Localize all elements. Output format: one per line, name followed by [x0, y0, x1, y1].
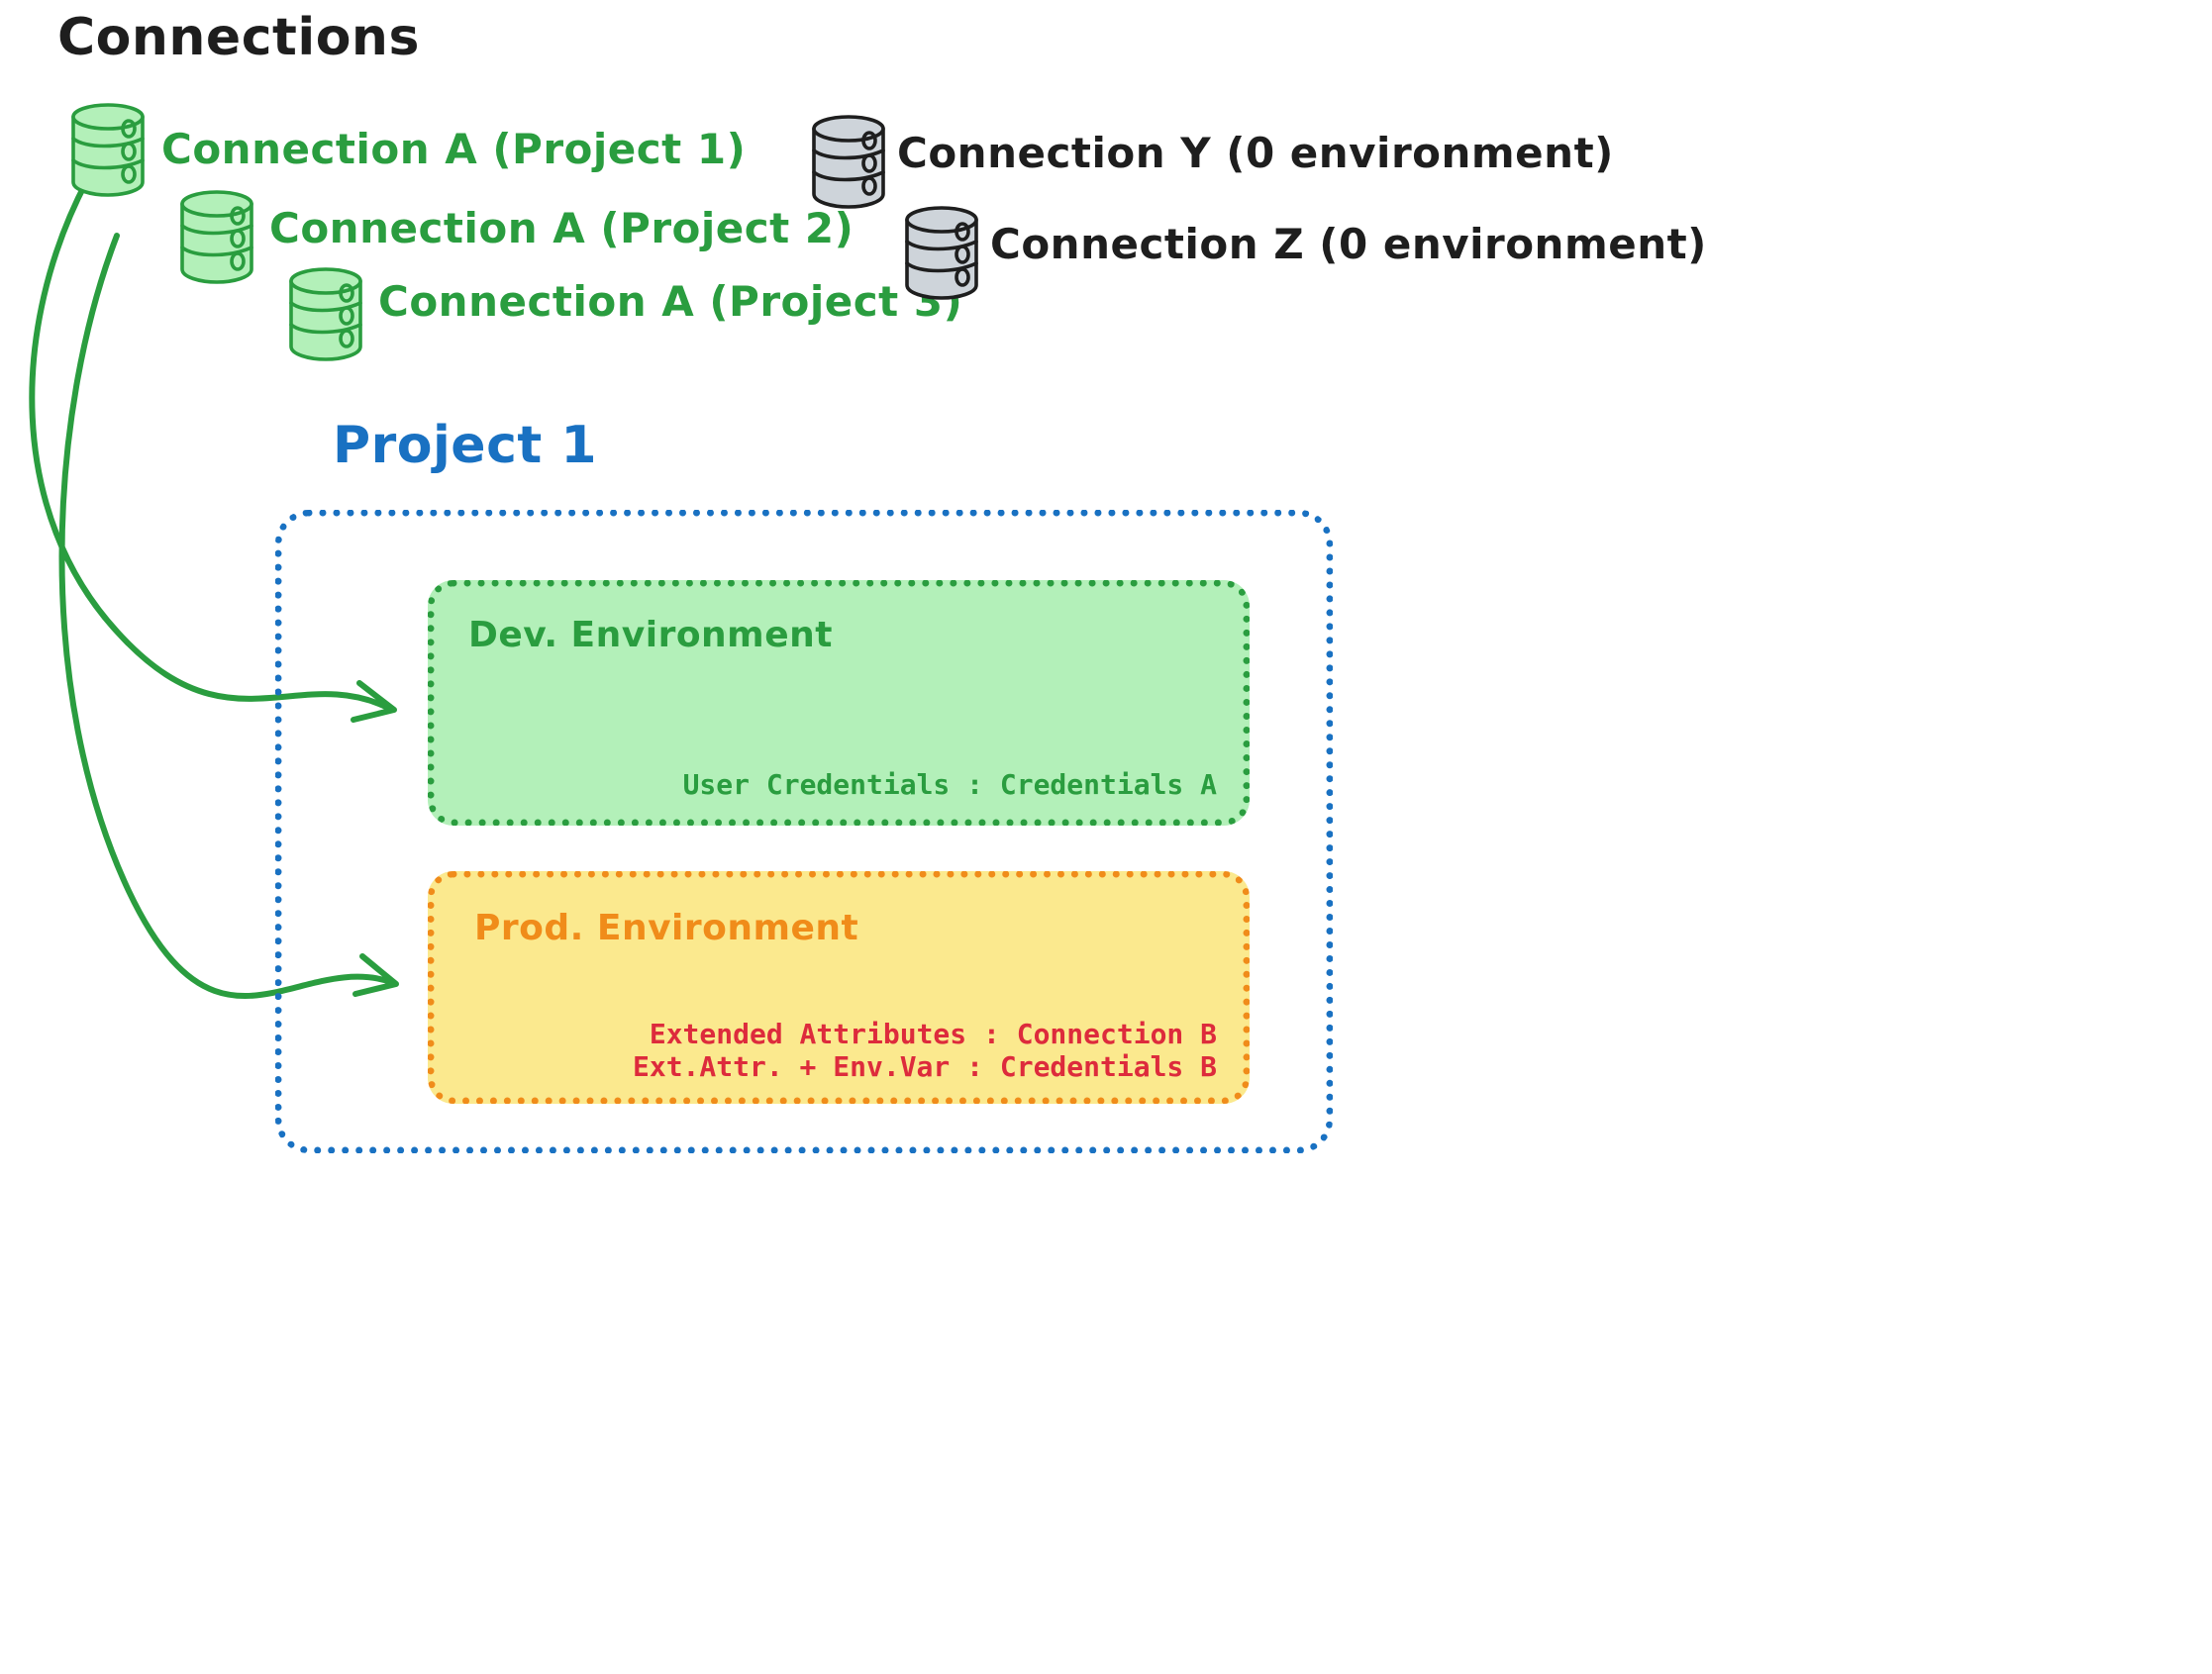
- dev-detail-line: User Credentials : Credentials A: [682, 767, 1217, 801]
- prod-environment-details: Extended Attributes : Connection B Ext.A…: [633, 1018, 1217, 1083]
- project-container: [275, 510, 1333, 1153]
- database-cylinder-icon: [71, 103, 145, 197]
- connection-label-a-project-3: Connection A (Project 3): [378, 277, 963, 326]
- dev-environment-box: Dev. Environment User Credentials : Cred…: [428, 580, 1250, 826]
- connection-label-y: Connection Y (0 environment): [897, 129, 1614, 177]
- page-title: Connections: [57, 8, 420, 67]
- prod-detail-line: Extended Attributes : Connection B: [649, 1017, 1217, 1050]
- database-cylinder-icon: [905, 206, 978, 300]
- connection-label-z: Connection Z (0 environment): [990, 220, 1707, 268]
- connection-label-a-project-1: Connection A (Project 1): [161, 125, 747, 173]
- project-title: Project 1: [333, 416, 598, 475]
- prod-detail-line: Ext.Attr. + Env.Var : Credentials B: [632, 1049, 1217, 1083]
- connection-label-a-project-2: Connection A (Project 2): [269, 204, 855, 252]
- dev-environment-title: Dev. Environment: [468, 615, 833, 655]
- database-cylinder-icon: [812, 115, 885, 209]
- database-cylinder-icon: [180, 190, 253, 284]
- prod-environment-title: Prod. Environment: [474, 908, 859, 948]
- dev-environment-details: User Credentials : Credentials A: [683, 768, 1217, 801]
- database-cylinder-icon: [289, 267, 362, 361]
- prod-environment-box: Prod. Environment Extended Attributes : …: [428, 871, 1250, 1104]
